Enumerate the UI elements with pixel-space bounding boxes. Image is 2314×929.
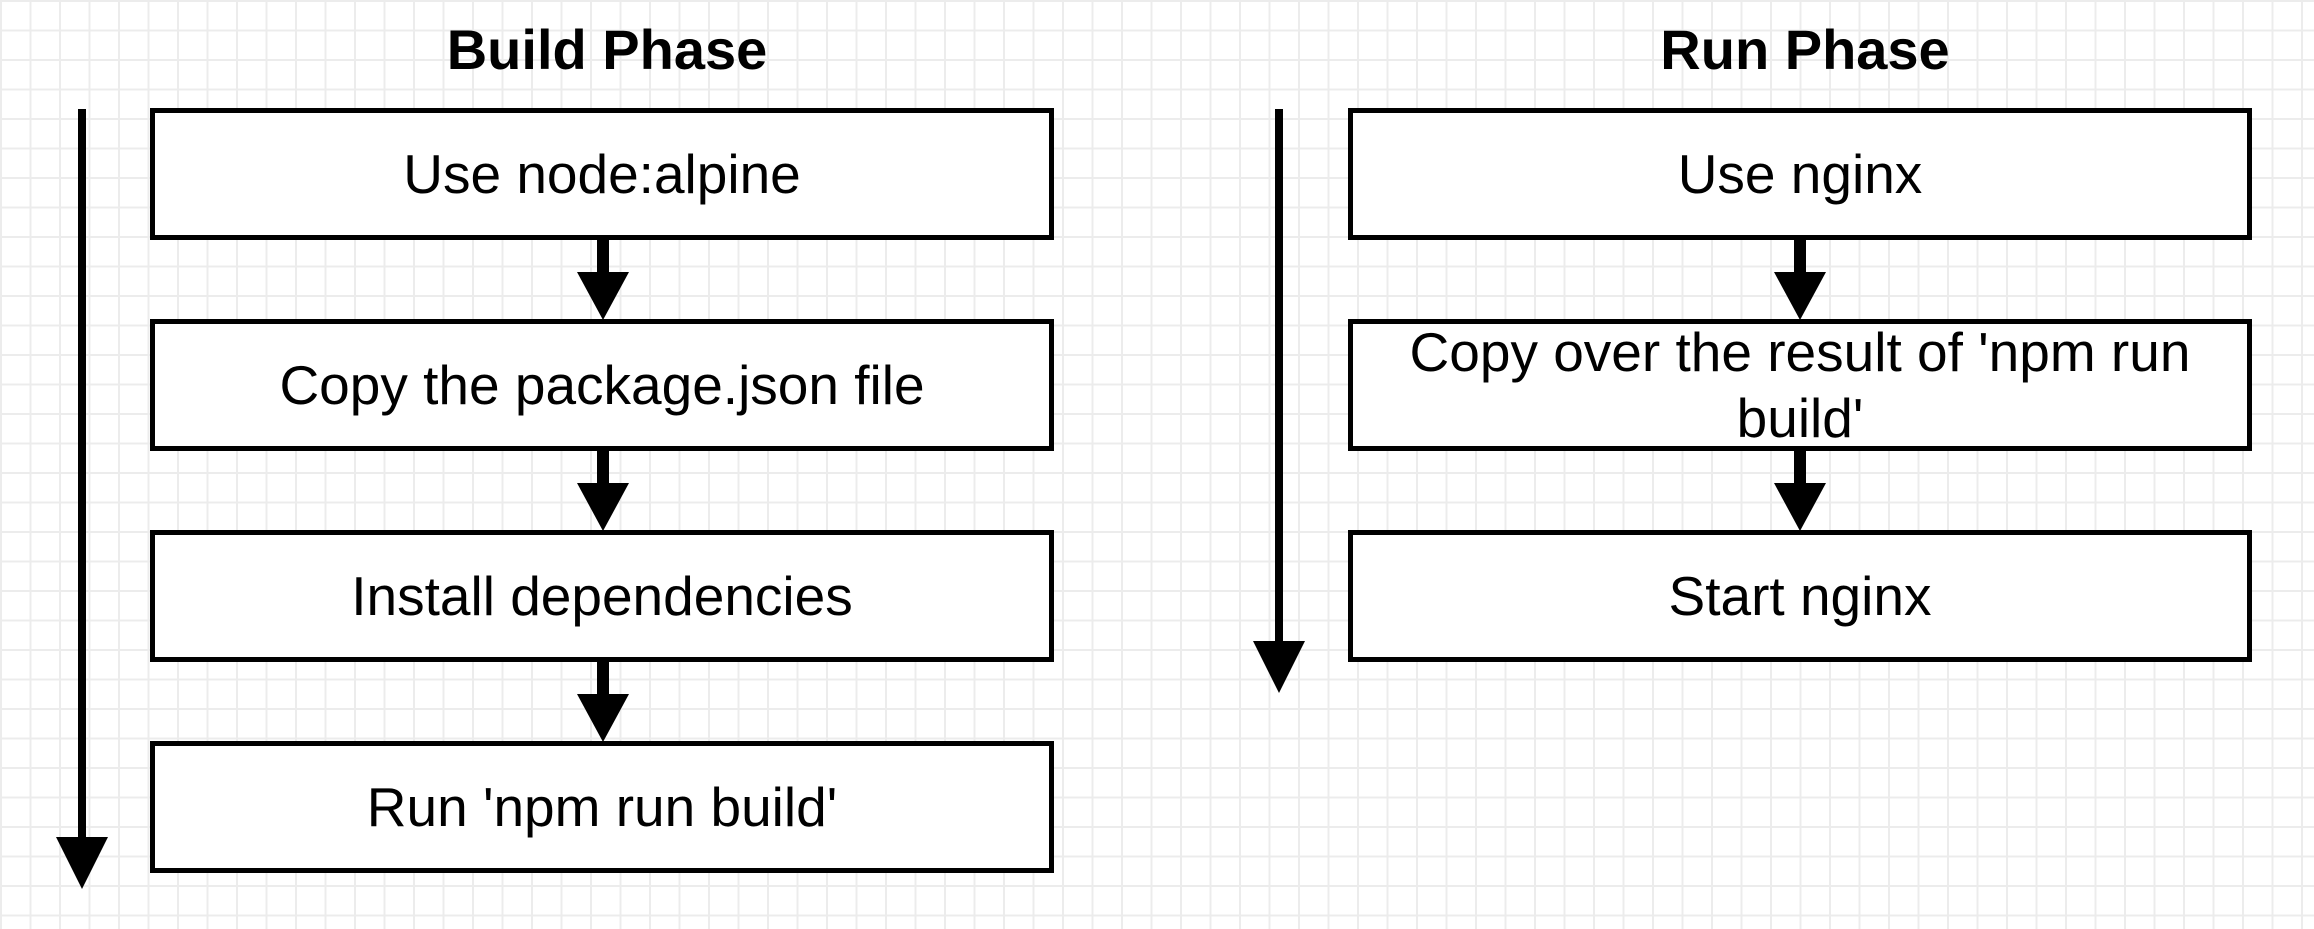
build-step-install-dependencies: Install dependencies: [150, 530, 1054, 662]
run-connector-1-arrow: [1774, 240, 1826, 320]
run-step-label: Copy over the result of 'npm run build': [1409, 321, 2191, 449]
build-step-run-npm-build: Run 'npm run build': [150, 741, 1054, 873]
run-phase-title: Run Phase: [1660, 18, 1950, 81]
build-step-use-node-alpine: Use node:alpine: [150, 108, 1054, 240]
run-step-label: Start nginx: [1668, 565, 1932, 627]
build-step-label: Run 'npm run build': [366, 776, 838, 838]
run-step-label: Use nginx: [1677, 143, 1923, 205]
build-step-copy-package-json: Copy the package.json file: [150, 319, 1054, 451]
run-step-copy-build-result: Copy over the result of 'npm run build': [1348, 319, 2252, 451]
build-connector-2-arrow: [577, 451, 629, 531]
build-step-label: Copy the package.json file: [279, 354, 925, 416]
run-phase-timeline-arrow: [1253, 109, 1305, 693]
build-step-label: Use node:alpine: [403, 143, 801, 205]
run-connector-2-arrow: [1774, 451, 1826, 531]
build-connector-1-arrow: [577, 240, 629, 320]
build-phase-timeline-arrow: [56, 109, 108, 889]
build-phase-title: Build Phase: [446, 18, 768, 81]
build-connector-3-arrow: [577, 662, 629, 742]
run-step-start-nginx: Start nginx: [1348, 530, 2252, 662]
run-step-use-nginx: Use nginx: [1348, 108, 2252, 240]
build-step-label: Install dependencies: [351, 565, 853, 627]
